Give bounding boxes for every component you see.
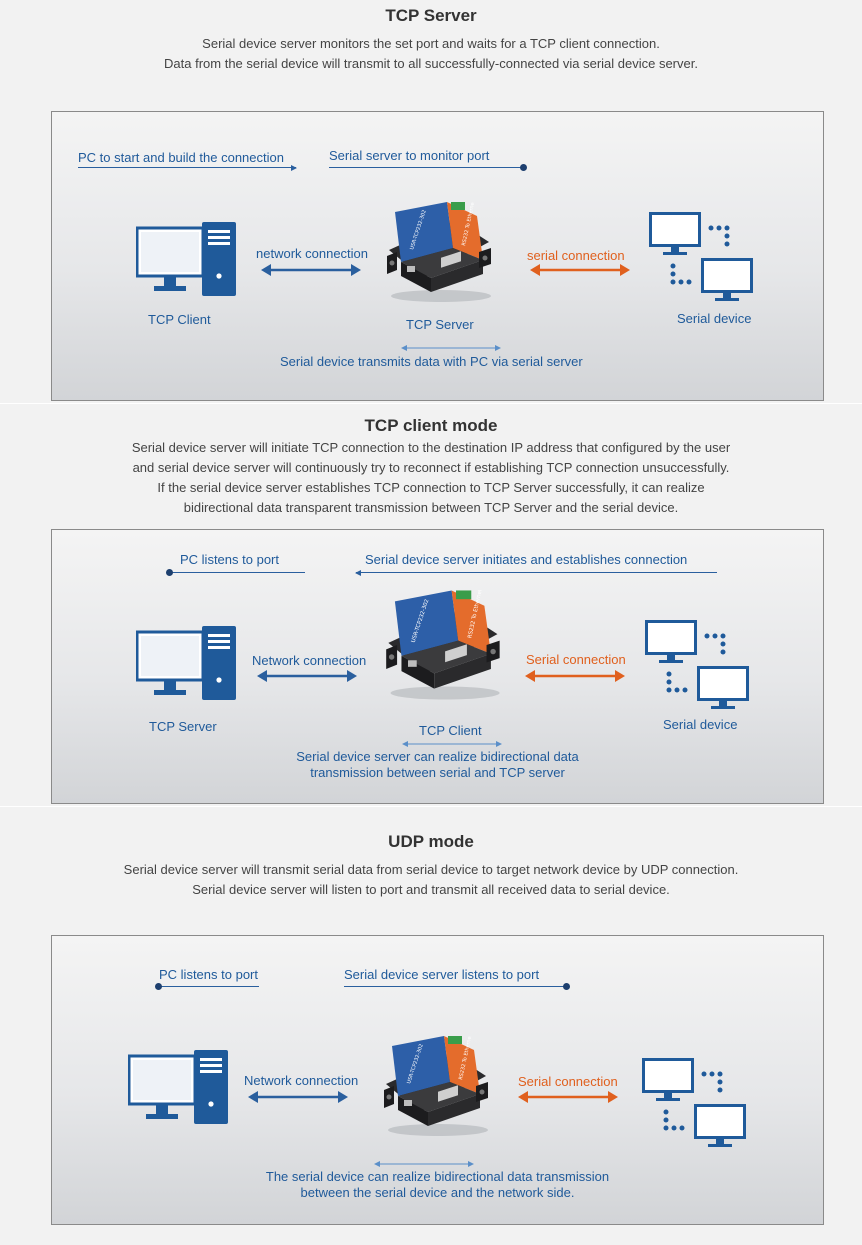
- network-connection-label: Network connection: [244, 1073, 359, 1088]
- diagram-udp: PC listens to port Serial device server …: [51, 935, 824, 1225]
- network-arrow: [261, 264, 361, 276]
- note-left-underline: [166, 569, 305, 576]
- serial-server-device-icon: [385, 202, 495, 302]
- pc-icon: [128, 1050, 232, 1126]
- note-right-underline: [344, 983, 570, 990]
- bottom-arrow: [285, 740, 619, 748]
- diagram-tcp-client: PC listens to port Serial device server …: [51, 529, 824, 804]
- bottom-note: Serial device server can realize bidirec…: [52, 749, 823, 781]
- section-desc-line: Data from the serial device will transmi…: [164, 56, 698, 71]
- network-arrow: [257, 670, 357, 682]
- serial-connection-label: Serial connection: [526, 652, 626, 667]
- bottom-note-line: Serial device server can realize bidirec…: [296, 749, 579, 764]
- note-right: Serial device server listens to port: [344, 967, 540, 982]
- section-udp-header: UDP mode Serial device server will trans…: [0, 832, 862, 900]
- bottom-note-line: transmission between serial and TCP serv…: [310, 765, 565, 780]
- section-desc-line: and serial device server will continuous…: [132, 460, 730, 475]
- serial-connection-label: serial connection: [527, 248, 625, 263]
- pc-caption: TCP Server: [149, 719, 217, 734]
- bottom-note-line: The serial device can realize bidirectio…: [265, 1169, 610, 1184]
- pc-caption: TCP Client: [148, 312, 211, 327]
- network-arrow: [248, 1091, 348, 1103]
- diagram-tcp-server: PC to start and build the connection Ser…: [51, 111, 824, 401]
- serial-devices-icon: [642, 1058, 748, 1148]
- note-left: PC listens to port: [159, 967, 258, 982]
- note-right: Serial server to monitor port: [329, 148, 490, 163]
- pc-icon: [136, 626, 240, 702]
- section-title: TCP Server: [385, 6, 477, 25]
- serial-server-device-icon: [382, 1036, 492, 1136]
- serial-caption: Serial device: [663, 717, 738, 732]
- serial-arrow: [516, 1091, 620, 1103]
- note-left: PC to start and build the connection: [78, 150, 284, 165]
- network-connection-label: Network connection: [252, 653, 367, 668]
- section-title: TCP client mode: [364, 416, 498, 435]
- bottom-arrow: [280, 344, 622, 352]
- serial-connection-label: Serial connection: [518, 1074, 618, 1089]
- section-desc-line: Serial device server will initiate TCP c…: [131, 440, 731, 455]
- serial-caption: Serial device: [677, 311, 752, 326]
- serial-server-device-icon: [384, 590, 504, 700]
- bottom-note-line: between the serial device and the networ…: [300, 1185, 575, 1200]
- bottom-arrow: [235, 1160, 613, 1168]
- bottom-note: Serial device transmits data with PC via…: [280, 354, 583, 369]
- section-tcp-server-header: TCP Server Serial device server monitors…: [0, 6, 862, 74]
- section-desc-line: bidirectional data transparent transmiss…: [183, 500, 679, 515]
- section-desc-line: Serial device server monitors the set po…: [202, 36, 660, 51]
- note-left-underline: [155, 983, 259, 990]
- serial-devices-icon: [645, 620, 751, 710]
- serial-arrow: [528, 264, 632, 276]
- section-desc-line: Serial device server will listen to port…: [192, 882, 670, 897]
- note-right-underline: [355, 570, 717, 576]
- network-connection-label: network connection: [256, 246, 369, 261]
- separator: [0, 403, 862, 404]
- section-tcp-client-header: TCP client mode Serial device server wil…: [0, 416, 862, 518]
- note-left-underline: [78, 165, 297, 171]
- separator: [0, 806, 862, 807]
- serial-arrow: [523, 670, 627, 682]
- note-right-underline: [329, 164, 527, 171]
- device-caption: TCP Server: [406, 317, 474, 332]
- note-left: PC listens to port: [180, 552, 279, 567]
- serial-devices-icon: [649, 212, 755, 302]
- section-desc-line: Serial device server will transmit seria…: [123, 862, 739, 877]
- section-title: UDP mode: [388, 832, 474, 851]
- note-right: Serial device server initiates and estab…: [365, 552, 688, 567]
- section-desc-line: If the serial device server establishes …: [157, 480, 705, 495]
- bottom-note: The serial device can realize bidirectio…: [52, 1169, 823, 1201]
- device-caption: TCP Client: [419, 723, 482, 738]
- pc-icon: [136, 222, 240, 298]
